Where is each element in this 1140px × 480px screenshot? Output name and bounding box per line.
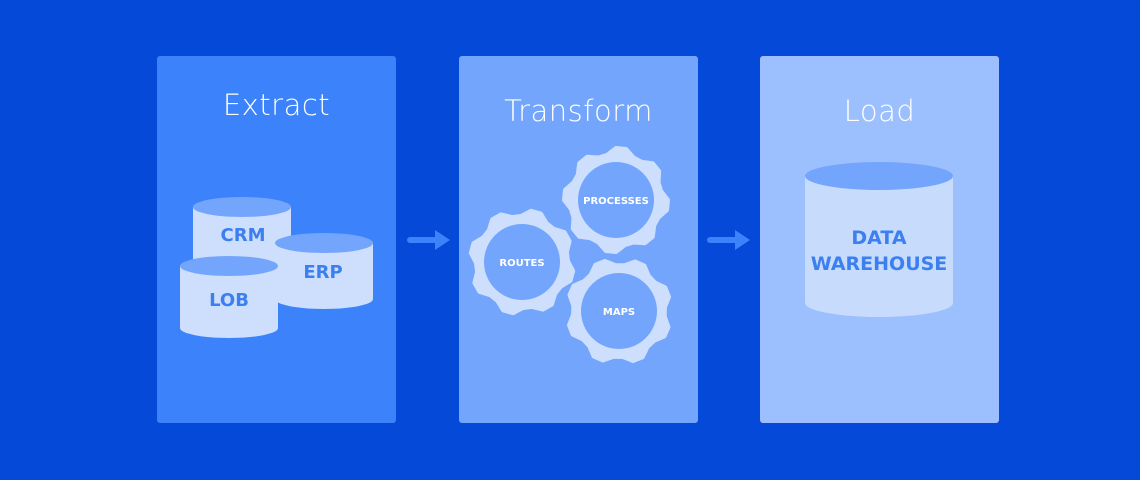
maps-label: MAPS [603,307,635,318]
arrow-right-icon [707,230,750,250]
maps-gear-icon: MAPS [567,259,671,363]
load-database: DATA WAREHOUSE [805,162,953,317]
extract-title: Extract [222,88,331,122]
arrow-right-icon [407,230,450,250]
erp-label: ERP [303,262,342,283]
extract-databases: CRM ERP LOB [180,197,373,338]
routes-label: ROUTES [499,258,544,269]
erp-database-icon: ERP [275,233,373,309]
gear-hub [578,162,654,238]
load-panel: Load DATA WAREHOUSE [760,56,999,423]
load-title: Load [843,94,916,128]
transform-title: Transform [504,94,653,128]
data-warehouse-database-icon: DATA WAREHOUSE [805,162,953,317]
transform-panel: Transform PROCESSES ROUTES MAPS [459,56,698,423]
gear-hub [484,224,560,300]
transform-gears: PROCESSES ROUTES MAPS [468,146,671,363]
data-warehouse-label-line1: DATA [851,227,906,249]
gear-hub [581,273,657,349]
lob-label: LOB [209,290,249,311]
data-warehouse-label-line2: WAREHOUSE [811,253,948,275]
routes-gear-icon: ROUTES [468,208,576,316]
processes-label: PROCESSES [583,196,649,207]
extract-panel: Extract CRM ERP LOB [157,56,396,423]
processes-gear-icon: PROCESSES [562,146,670,254]
crm-label: CRM [221,225,266,246]
lob-database-icon: LOB [180,256,278,338]
